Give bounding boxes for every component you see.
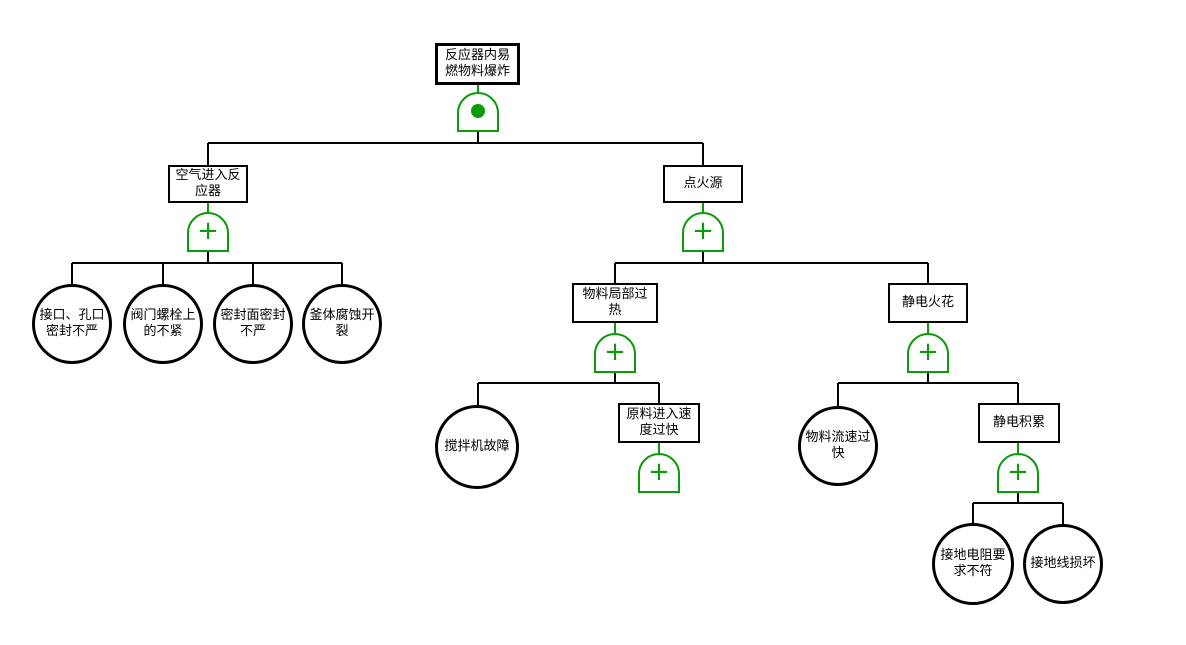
and-gate-top-event xyxy=(457,92,499,132)
node-static-spark: 静电火花 xyxy=(888,283,968,323)
node-port-seal: 接口、孔口密封不严 xyxy=(32,284,112,364)
node-label: 密封面密封不严 xyxy=(220,308,286,339)
node-top-event: 反应器内易燃物料爆炸 xyxy=(435,43,520,85)
node-label: 静电积累 xyxy=(992,415,1045,430)
or-gate-plus-icon: + xyxy=(197,215,219,246)
node-ground-wire: 接地线损坏 xyxy=(1023,524,1103,604)
node-label: 釜体腐蚀开裂 xyxy=(309,308,375,339)
or-gate-plus-icon: + xyxy=(648,456,670,487)
node-valve-bolt: 阀门螺栓上的不紧 xyxy=(123,284,203,364)
or-gate-plus-icon: + xyxy=(1007,456,1029,487)
or-gate-plus-icon: + xyxy=(917,336,939,367)
or-gate-local-overheat: + xyxy=(594,333,636,373)
or-gate-static-spark: + xyxy=(907,333,949,373)
node-flow-too-fast: 物料流速过快 xyxy=(798,406,878,486)
node-label: 静电火花 xyxy=(901,295,954,310)
or-gate-static-accum: + xyxy=(997,453,1039,493)
node-label: 原料进入速度过快 xyxy=(626,407,692,438)
node-air-in: 空气进入反应器 xyxy=(168,165,248,203)
node-label: 搅拌机故障 xyxy=(444,439,510,454)
node-label: 空气进入反应器 xyxy=(175,168,241,199)
node-label: 接地线损坏 xyxy=(1030,556,1096,571)
or-gate-plus-icon: + xyxy=(604,336,626,367)
node-ignition: 点火源 xyxy=(663,165,743,203)
node-static-accum: 静电积累 xyxy=(978,403,1060,443)
node-local-overheat: 物料局部过热 xyxy=(572,283,658,323)
or-gate-feed-too-fast: + xyxy=(638,453,680,493)
or-gate-air-in: + xyxy=(187,212,229,252)
node-label: 接地电阻要求不符 xyxy=(940,548,1006,579)
or-gate-ignition: + xyxy=(682,212,724,252)
node-agitator-fail: 搅拌机故障 xyxy=(435,405,519,489)
node-vessel-crack: 釜体腐蚀开裂 xyxy=(302,284,382,364)
node-label: 阀门螺栓上的不紧 xyxy=(130,308,196,339)
node-label: 接口、孔口密封不严 xyxy=(39,308,105,339)
node-seal-face: 密封面密封不严 xyxy=(213,284,293,364)
and-gate-dot-icon xyxy=(471,103,485,118)
node-feed-too-fast: 原料进入速度过快 xyxy=(618,403,700,443)
node-ground-resist: 接地电阻要求不符 xyxy=(932,523,1014,605)
node-label: 物料局部过热 xyxy=(582,287,648,318)
node-label: 物料流速过快 xyxy=(805,430,871,461)
or-gate-plus-icon: + xyxy=(692,215,714,246)
node-label: 反应器内易燃物料爆炸 xyxy=(444,48,510,79)
node-label: 点火源 xyxy=(683,176,723,191)
